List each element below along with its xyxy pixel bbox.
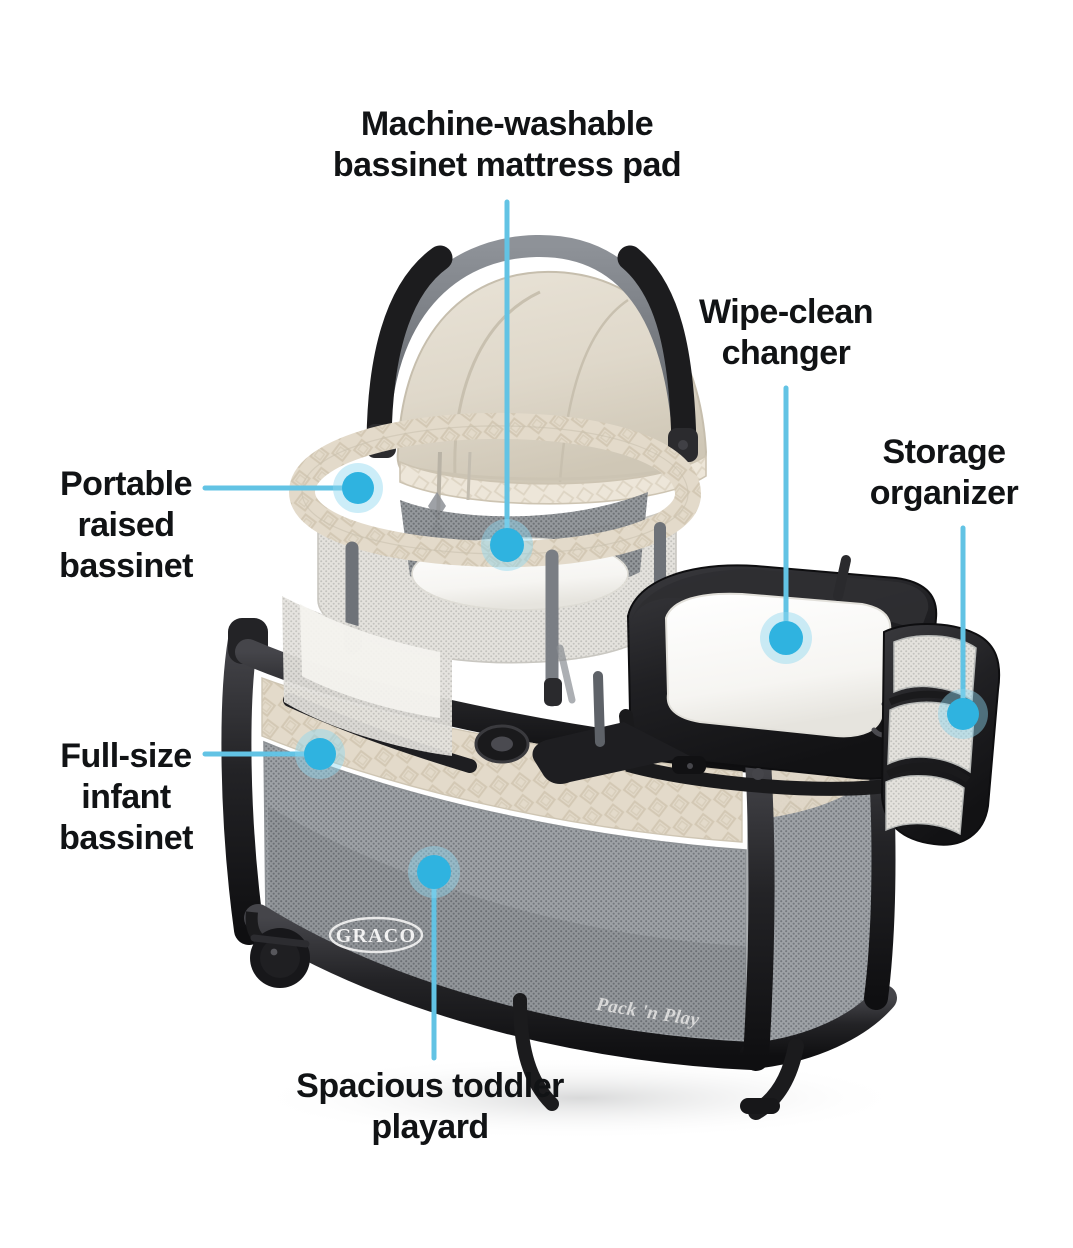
- callout-label-wipe-clean-changer: Wipe-clean changer: [698, 293, 874, 372]
- handle-grip-right: [617, 245, 697, 459]
- callout-label-storage-organizer: Storage organizer: [869, 433, 1019, 512]
- changer-attach-bracket: [532, 722, 690, 784]
- left-corner-post: [221, 625, 264, 945]
- center-leg: [513, 993, 559, 1111]
- canopy-trim: [399, 454, 707, 505]
- floor-shadow: [250, 1056, 910, 1140]
- playard-frame: GRACO Pack 'n Play: [221, 618, 897, 1120]
- storage-organizer-part: [880, 623, 1001, 846]
- callout-label-full-size-infant-bassinet: Full-size infant bassinet: [59, 737, 193, 857]
- handle-grip-left: [366, 245, 453, 455]
- portable-raised-bassinet-part: [289, 412, 701, 707]
- rear-frame-details: [556, 555, 851, 747]
- graco-logo: GRACO: [328, 916, 424, 954]
- full-size-infant-bassinet-part: [282, 596, 452, 756]
- changer-pad: [664, 592, 892, 738]
- callout-label-machine-washable-bassinet-mattress-pad: Machine-washable bassinet mattress pad: [332, 105, 682, 184]
- organizer-pocket-bottom: [885, 775, 965, 836]
- front-bottom-rail: [244, 904, 766, 1070]
- caster-wheel: [245, 911, 310, 988]
- callout-label-spacious-toddler-playard: Spacious toddler playard: [296, 1067, 564, 1146]
- right-corner-post: [743, 747, 775, 1071]
- graco-logo-text: GRACO: [336, 925, 416, 947]
- wipe-clean-changer-part: [532, 564, 938, 796]
- callout-label-portable-raised-bassinet: Portable raised bassinet: [59, 465, 193, 585]
